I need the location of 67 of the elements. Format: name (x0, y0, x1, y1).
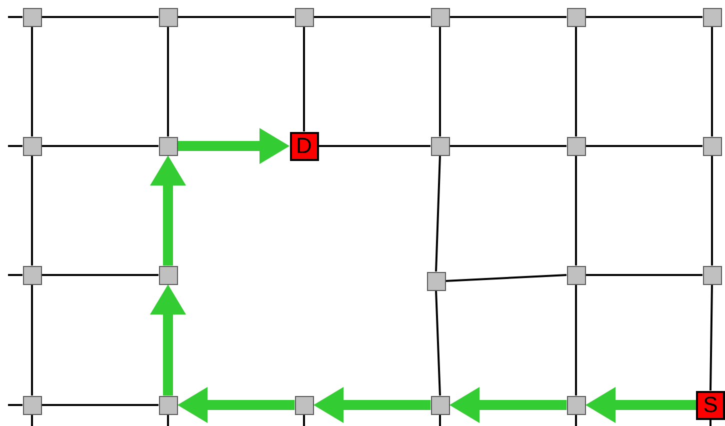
connector-line (303, 414, 305, 426)
grid-node (430, 8, 450, 26)
connector-line (439, 414, 441, 426)
grid-node (158, 8, 178, 26)
connector-line (575, 156, 577, 266)
arrow (314, 387, 430, 423)
connector-line (435, 290, 441, 396)
grid-node (294, 396, 314, 414)
connector-line (314, 16, 430, 18)
connector-line (435, 155, 441, 272)
grid-node (430, 136, 450, 156)
connector-line (31, 156, 33, 266)
grid-node (22, 266, 42, 284)
connector-line (42, 145, 158, 147)
labeled-node: S (696, 390, 725, 420)
connector-line (42, 16, 158, 18)
grid-node (702, 136, 722, 156)
connector-line (586, 274, 702, 276)
connector-line (31, 284, 33, 396)
connector-line (450, 16, 566, 18)
connector-line (8, 274, 22, 276)
arrow (586, 387, 696, 423)
grid-node (158, 266, 178, 284)
grid-node (158, 396, 178, 414)
connector-line (439, 26, 441, 136)
grid-node (702, 266, 722, 284)
arrow (150, 284, 186, 396)
grid-node (22, 136, 42, 156)
connector-line (711, 156, 713, 266)
grid-node (158, 136, 178, 156)
arrow (178, 128, 290, 164)
connector-line (710, 284, 713, 391)
connector-line (42, 274, 158, 276)
grid-node (566, 136, 586, 156)
grid-node (22, 8, 42, 26)
connector-line (586, 145, 702, 147)
connector-line (31, 26, 33, 136)
grid-node (566, 8, 586, 26)
connector-line (575, 26, 577, 136)
connector-line (167, 414, 169, 426)
connector-line (445, 274, 567, 282)
connector-line (575, 414, 577, 426)
grid-node (426, 272, 446, 290)
connector-line (8, 145, 22, 147)
connector-line (710, 420, 712, 426)
connector-line (178, 16, 294, 18)
labeled-node: D (290, 132, 318, 160)
grid-node (566, 396, 586, 414)
connector-line (450, 145, 566, 147)
arrow (450, 387, 566, 423)
grid-node (22, 396, 42, 414)
connector-line (42, 404, 158, 406)
arrow (150, 156, 186, 266)
connector-line (318, 145, 430, 147)
connector-line (8, 404, 22, 406)
connector-line (575, 284, 577, 396)
grid-node (430, 396, 450, 414)
grid-node (702, 8, 722, 26)
connector-line (8, 16, 22, 18)
connector-line (31, 414, 33, 426)
connector-line (167, 26, 169, 136)
connector-line (711, 26, 713, 136)
grid-node (294, 8, 314, 26)
arrow (178, 387, 294, 423)
connector-line (586, 16, 702, 18)
grid-node (566, 266, 586, 284)
connector-line (303, 26, 305, 132)
